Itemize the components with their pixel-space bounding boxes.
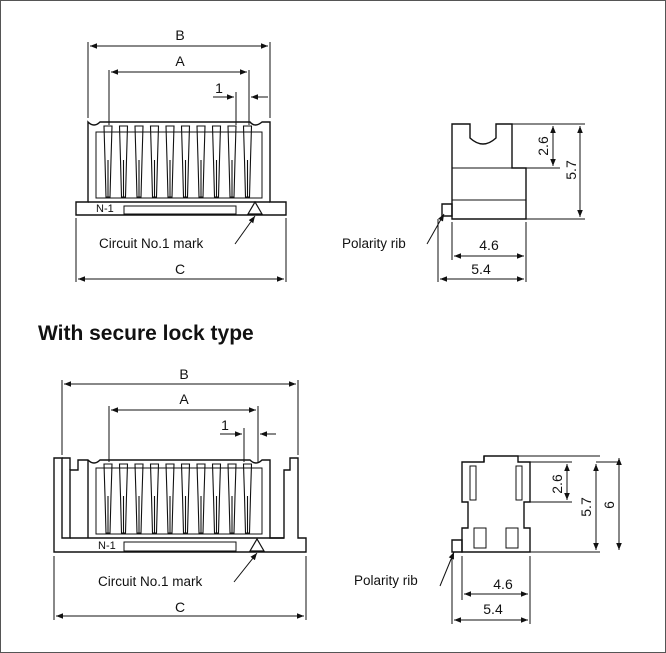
terminal-contact (118, 125, 129, 198)
lock-dim-b-label: B (179, 366, 188, 382)
terminal-contact (149, 463, 160, 534)
dim-b-label: B (175, 27, 184, 43)
terminal-contact (118, 463, 129, 534)
side-dim-height: 5.7 (563, 160, 579, 180)
lock-pin-label: N-1 (98, 540, 116, 552)
lock-side-dim-total: 6 (601, 501, 617, 509)
pin-label: N-1 (96, 203, 114, 215)
terminal-contact (165, 463, 175, 534)
lock-side-dim-body: 5.7 (578, 497, 594, 517)
front-view-standard (75, 120, 287, 216)
lock-side-dim-slot: 2.6 (549, 474, 565, 494)
terminal-contact (211, 463, 222, 534)
circuit-mark-label: Circuit No.1 mark (99, 236, 204, 251)
lock-dim-a-label: A (179, 391, 189, 407)
section-title: With secure lock type (38, 322, 254, 345)
side-dimensions-secure-lock (439, 455, 622, 624)
side-dim-total-width: 5.4 (471, 261, 491, 277)
terminal-contact (180, 125, 191, 198)
polarity-rib-label: Polarity rib (342, 236, 406, 251)
dimensions-secure-lock (53, 380, 307, 620)
side-dim-slot: 2.6 (535, 136, 551, 156)
terminal-contact (134, 125, 144, 198)
terminal-contact (211, 125, 222, 198)
side-dimensions-standard (426, 123, 585, 282)
terminal-contact (165, 125, 175, 198)
terminal-contact (180, 463, 191, 534)
terminal-contact (242, 463, 253, 534)
terminal-contact (103, 125, 113, 198)
dim-c-label: C (175, 261, 185, 277)
terminal-contact (134, 463, 144, 534)
lock-side-dim-total-width: 5.4 (483, 601, 503, 617)
terminal-contact (227, 125, 237, 198)
dimensions-standard (75, 42, 287, 282)
dim-pitch-label: 1 (215, 80, 223, 96)
side-dim-body-width: 4.6 (479, 237, 499, 253)
terminal-contact (196, 463, 206, 534)
front-view-secure-lock (53, 457, 307, 553)
terminal-contact (149, 125, 160, 198)
terminal-contact (196, 125, 206, 198)
dim-a-label: A (175, 53, 185, 69)
terminal-contact (242, 125, 253, 198)
lock-dim-pitch-label: 1 (221, 417, 229, 433)
terminal-contact (103, 463, 113, 534)
side-view-secure-lock (451, 455, 531, 553)
side-view-standard (441, 123, 527, 220)
lock-dim-c-label: C (175, 599, 185, 615)
lock-circuit-mark-label: Circuit No.1 mark (98, 574, 203, 589)
lock-polarity-rib-label: Polarity rib (354, 573, 418, 588)
terminal-contact (227, 463, 237, 534)
lock-side-dim-body-width: 4.6 (493, 576, 513, 592)
